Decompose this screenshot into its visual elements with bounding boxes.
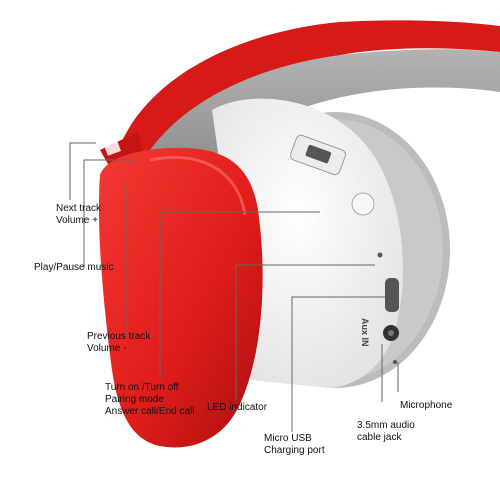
label-aux-jack: 3.5mm audio cable jack <box>357 420 415 443</box>
micro-usb-port <box>385 278 399 312</box>
label-microphone: Microphone <box>400 400 453 411</box>
label-power: Turn on /Turn off Pairing mode Answer ca… <box>105 382 195 417</box>
power-button <box>351 192 375 216</box>
label-next-track: Next track Volume + <box>56 203 102 226</box>
label-previous-track: Previous track Volume - <box>87 331 151 354</box>
microphone-hole <box>393 360 397 364</box>
label-led: LED indicator <box>207 402 268 413</box>
led <box>377 252 383 258</box>
aux-in-text: Aux IN <box>360 318 370 347</box>
ear-cup-red-shell <box>98 147 263 448</box>
leader-lines <box>69 142 399 432</box>
label-play-pause: Play/Pause music <box>34 262 114 273</box>
label-micro-usb: Micro USB Charging port <box>264 433 325 456</box>
